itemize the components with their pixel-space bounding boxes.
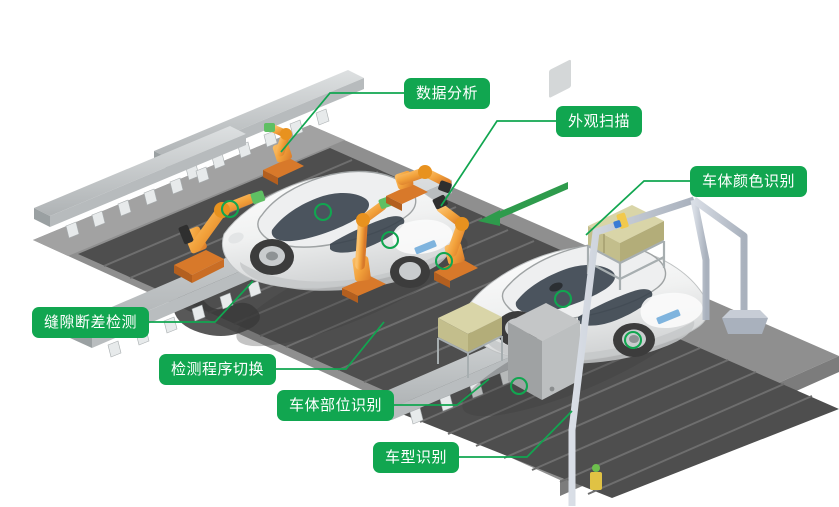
- callout-inspection-program-switch[interactable]: 检测程序切换: [159, 354, 277, 385]
- robot-arm-5: [432, 194, 478, 288]
- callout-appearance-scan[interactable]: 外观扫描: [556, 106, 643, 137]
- wheel-rear-right: [613, 323, 655, 357]
- callout-data-analysis[interactable]: 数据分析: [404, 78, 491, 109]
- callout-body-part-recognition[interactable]: 车体部位识别: [277, 390, 395, 421]
- callout-vehicle-model-recognition[interactable]: 车型识别: [373, 442, 460, 473]
- workbench-center: [437, 87, 503, 378]
- callout-body-color-recognition[interactable]: 车体颜色识别: [690, 166, 808, 197]
- robot-arm-1: [174, 190, 266, 283]
- robot-arm-3: [342, 196, 393, 303]
- wheel-front-left: [250, 239, 294, 275]
- callout-gap-flush-detection[interactable]: 缝隙断差检测: [32, 307, 150, 338]
- wheel-rear-left: [390, 256, 430, 288]
- guide-rail-lower: [34, 126, 246, 239]
